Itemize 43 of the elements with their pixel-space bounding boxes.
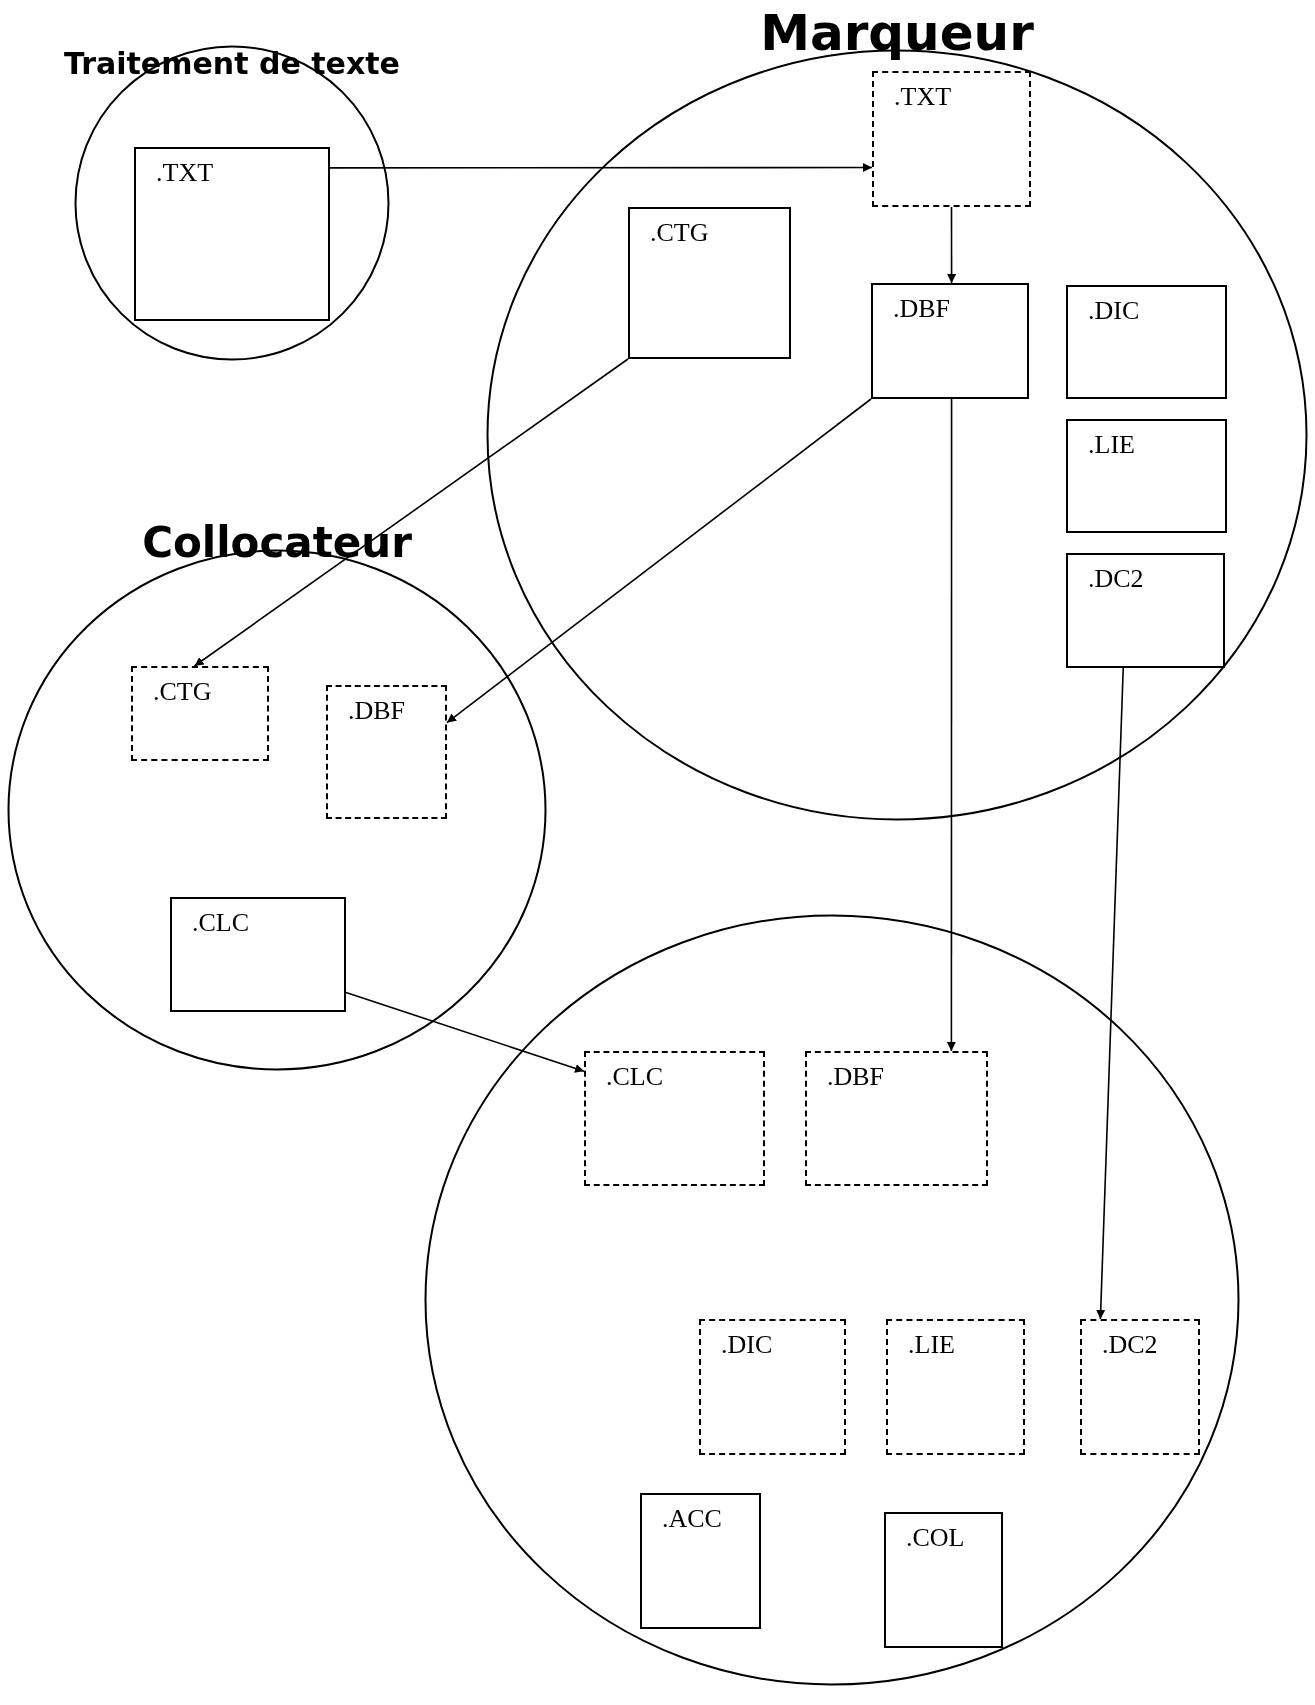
file-extension: .CLC	[606, 1061, 665, 1093]
file-box	[884, 1512, 1003, 1648]
file-box	[640, 1493, 761, 1629]
circle-region	[424, 914, 1240, 1686]
file-box	[134, 147, 330, 321]
arrow	[329, 163, 873, 173]
file-extension: .TXT	[156, 157, 215, 189]
dashed-file-box	[699, 1319, 846, 1455]
arrow	[946, 398, 956, 1052]
file-extension: .CTG	[153, 676, 213, 708]
file-box	[170, 897, 346, 1012]
file-box	[1066, 553, 1225, 668]
dashed-file-box	[326, 685, 447, 819]
arrow	[193, 358, 629, 667]
file-extension: .CLC	[192, 907, 251, 939]
arrow	[446, 398, 872, 724]
arrow	[345, 991, 585, 1073]
region-title: Marqueur	[760, 8, 1034, 58]
file-extension: .TXT	[894, 81, 953, 113]
file-extension: .CTG	[650, 217, 710, 249]
file-extension: .DC2	[1102, 1329, 1159, 1361]
arrow	[947, 206, 957, 284]
file-extension: .ACC	[662, 1503, 723, 1535]
file-extension: .LIE	[1088, 429, 1136, 461]
dashed-file-box	[886, 1319, 1025, 1455]
file-extension: .DIC	[721, 1329, 774, 1361]
file-extension: .DC2	[1088, 563, 1145, 595]
dashed-file-box	[1080, 1319, 1200, 1455]
file-extension: .DIC	[1088, 295, 1141, 327]
dashed-file-box	[805, 1051, 988, 1186]
file-extension: .LIE	[908, 1329, 956, 1361]
file-box	[1066, 285, 1227, 399]
file-box	[628, 207, 791, 359]
file-box	[1066, 419, 1227, 533]
dashed-file-box	[872, 71, 1031, 207]
dashed-file-box	[584, 1051, 765, 1186]
arrow	[1096, 667, 1125, 1320]
file-box	[871, 283, 1029, 399]
file-extension: .DBF	[827, 1061, 886, 1093]
file-extension: .DBF	[348, 695, 407, 727]
file-extension: .COL	[906, 1522, 966, 1554]
dashed-file-box	[131, 666, 269, 761]
file-extension: .DBF	[893, 293, 952, 325]
